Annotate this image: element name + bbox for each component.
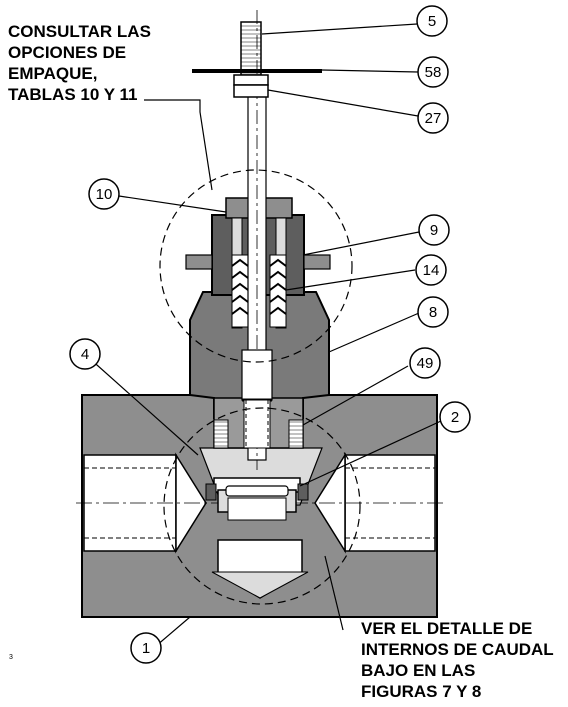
trim-detail-callout: VER EL DETALLE DE INTERNOS DE CAUDAL BAJ… <box>361 619 554 701</box>
svg-text:49: 49 <box>417 355 434 372</box>
packing-rings <box>231 254 287 328</box>
part-bubble-9: 9 <box>418 214 450 246</box>
svg-text:10: 10 <box>96 186 113 203</box>
trim-detail-circle <box>163 407 361 605</box>
packing-detail-circle <box>159 169 353 363</box>
part-bubble-1: 1 <box>130 632 162 664</box>
svg-text:INTERNOS DE CAUDAL: INTERNOS DE CAUDAL <box>361 640 554 659</box>
svg-text:TABLAS 10 Y 11: TABLAS 10 Y 11 <box>8 85 137 104</box>
svg-text:BAJO EN LAS: BAJO EN LAS <box>361 661 475 680</box>
svg-text:58: 58 <box>425 64 442 81</box>
part-bubble-8: 8 <box>417 296 449 328</box>
svg-text:4: 4 <box>81 346 89 363</box>
part-bubble-49: 49 <box>409 347 441 379</box>
svg-text:FIGURAS 7 Y 8: FIGURAS 7 Y 8 <box>361 682 481 701</box>
part-bubble-10: 10 <box>88 178 120 210</box>
svg-text:EMPAQUE,: EMPAQUE, <box>8 64 97 83</box>
svg-text:CONSULTAR LAS: CONSULTAR LAS <box>8 22 151 41</box>
svg-text:1: 1 <box>142 640 150 657</box>
part-bubble-14: 14 <box>415 254 447 286</box>
svg-text:27: 27 <box>425 110 442 127</box>
svg-text:14: 14 <box>423 262 440 279</box>
part-bubble-27: 27 <box>417 102 449 134</box>
valve-disc <box>205 477 309 521</box>
packing-options-callout: CONSULTAR LAS OPCIONES DE EMPAQUE, TABLA… <box>8 22 151 104</box>
figure-number: 3 <box>9 654 13 661</box>
svg-text:VER EL DETALLE DE: VER EL DETALLE DE <box>361 619 532 638</box>
svg-text:9: 9 <box>430 222 438 239</box>
part-bubble-4: 4 <box>69 338 101 370</box>
svg-text:OPCIONES DE: OPCIONES DE <box>8 43 126 62</box>
svg-text:2: 2 <box>451 409 459 426</box>
part-bubble-5: 5 <box>416 5 448 37</box>
svg-text:5: 5 <box>428 13 436 30</box>
handle-disc <box>192 69 322 73</box>
lock-nut <box>233 74 269 98</box>
svg-text:8: 8 <box>429 304 437 321</box>
part-bubble-58: 58 <box>417 56 449 88</box>
leader-lines <box>87 23 442 647</box>
part-bubble-2: 2 <box>439 401 471 433</box>
